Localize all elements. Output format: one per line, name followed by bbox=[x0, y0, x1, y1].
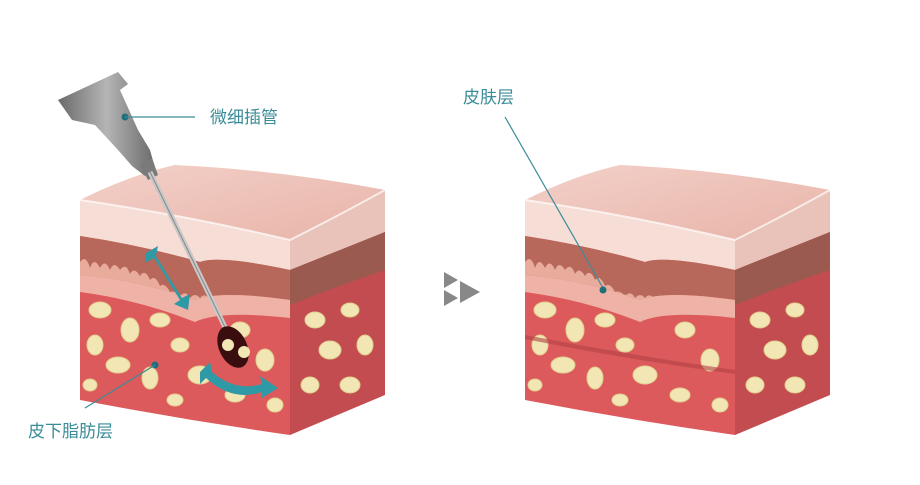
subcutaneous-fat-label: 皮下脂肪层 bbox=[28, 422, 113, 442]
skin-layer-label: 皮肤层 bbox=[463, 88, 514, 108]
movement-arrows bbox=[145, 246, 278, 398]
fat-layer-callout: 皮下脂肪层 bbox=[28, 361, 159, 442]
skin-block-after bbox=[524, 164, 831, 436]
next-arrow-icon bbox=[444, 272, 480, 306]
cannula-illustration bbox=[58, 72, 250, 368]
skin-block-before bbox=[79, 164, 386, 436]
cannula-callout: 微细插管 bbox=[121, 108, 278, 128]
skin-layer-callout: 皮肤层 bbox=[463, 88, 607, 294]
curved-double-arrow-icon bbox=[200, 362, 278, 398]
cannula-label: 微细插管 bbox=[210, 108, 278, 128]
vertical-double-arrow-icon bbox=[145, 246, 190, 310]
